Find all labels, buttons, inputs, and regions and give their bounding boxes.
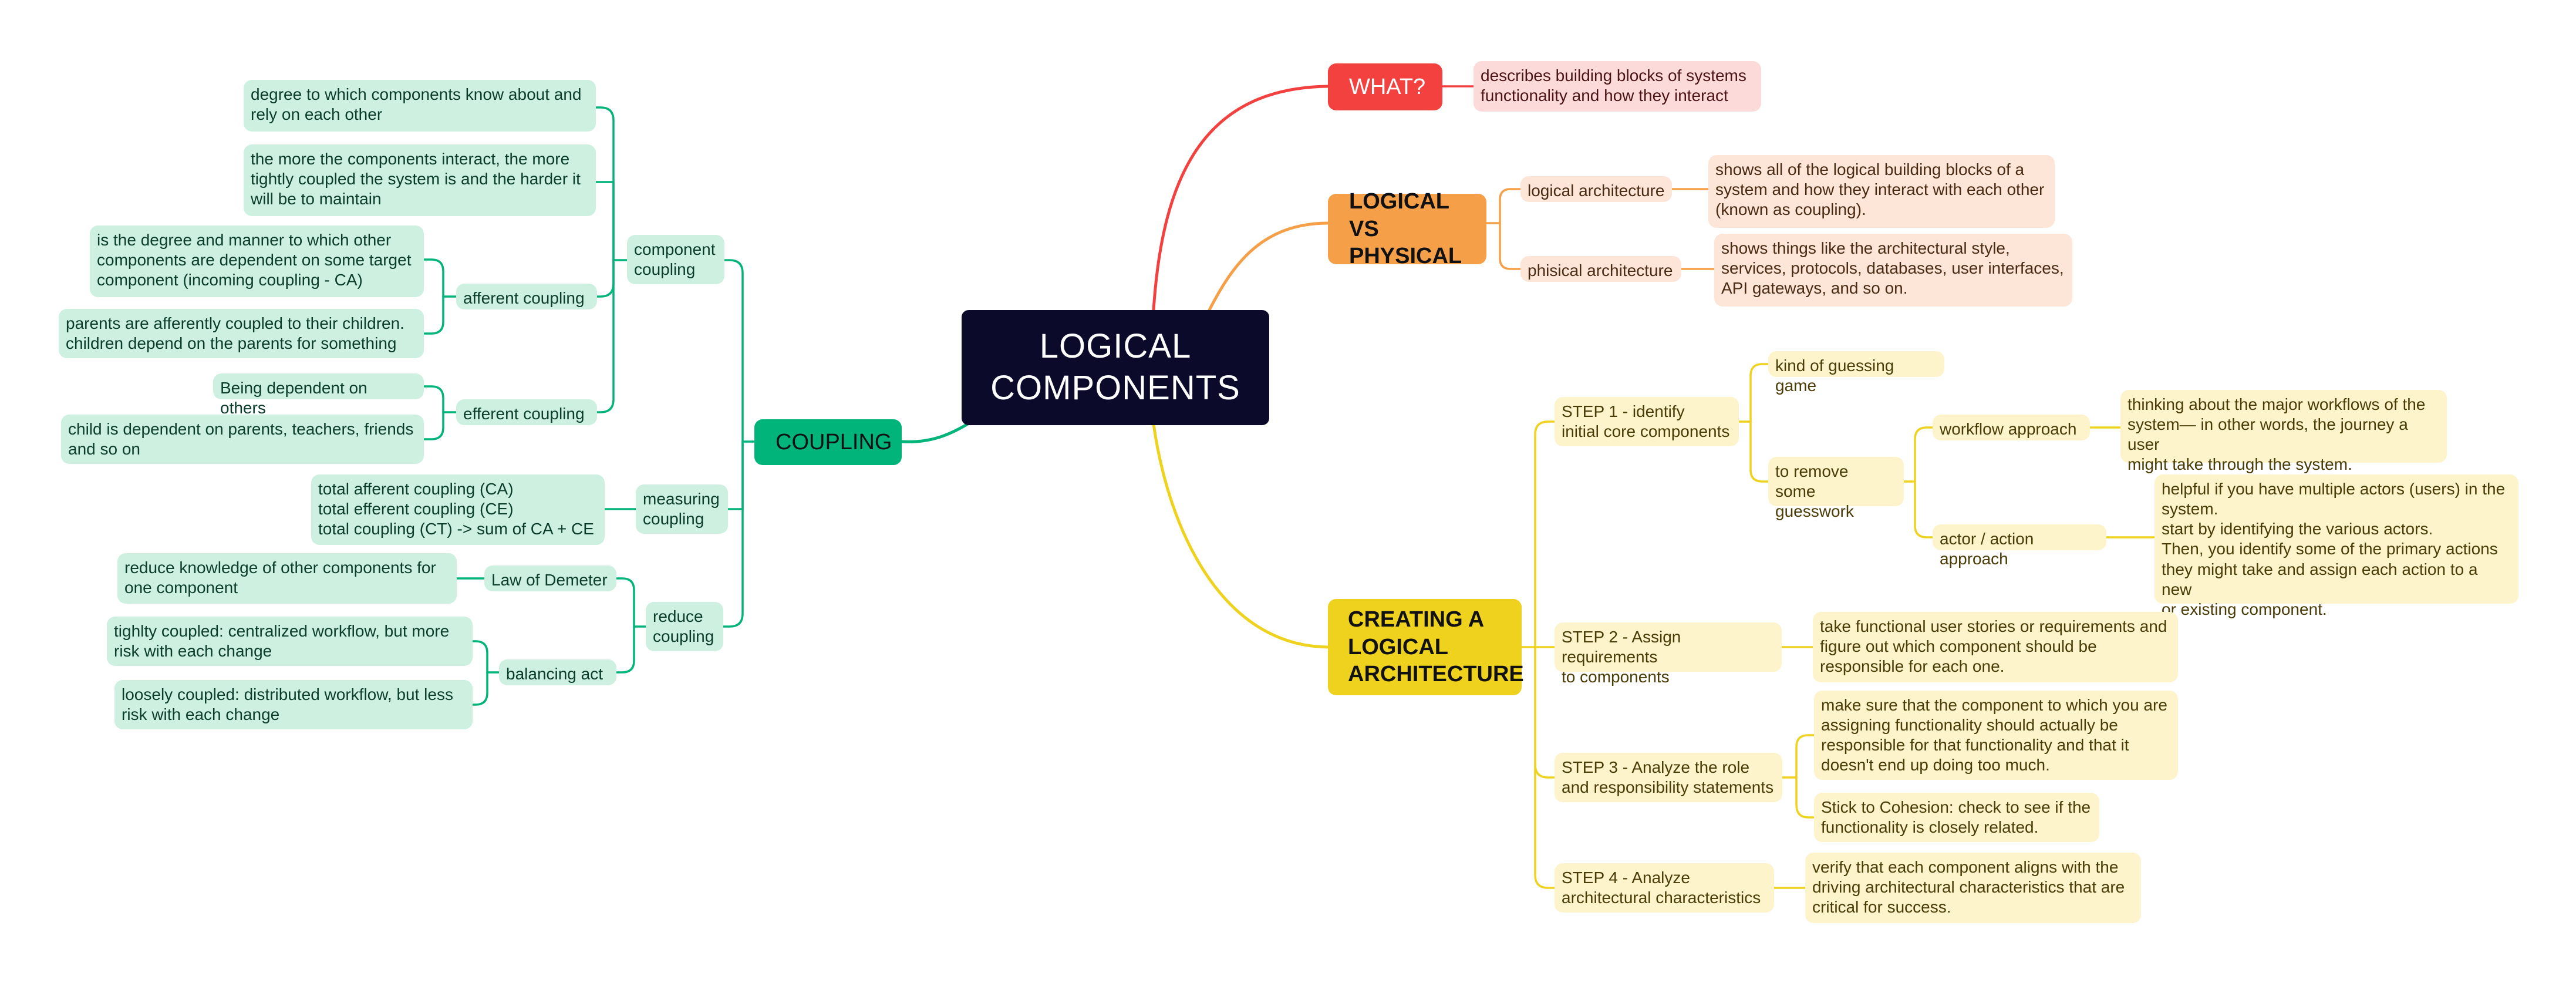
component-coupling-maintainability[interactable]: the more the components interact, the mo… (244, 144, 596, 216)
physical-architecture-description[interactable]: shows things like the architectural styl… (1714, 234, 2072, 307)
edge-central-what (1152, 85, 1330, 312)
logical-architecture-description[interactable]: shows all of the logical building blocks… (1708, 155, 2055, 228)
topic-logical-vs-physical[interactable]: LOGICAL VS PHYSICAL (1328, 189, 1486, 268)
balancing-act-node[interactable]: balancing act (499, 659, 616, 685)
logical-architecture-node[interactable]: logical architecture (1520, 176, 1672, 202)
workflow-approach-node[interactable]: workflow approach (1933, 415, 2090, 440)
reduce-coupling-node[interactable]: reduce coupling (646, 602, 723, 651)
workflow-approach-description[interactable]: thinking about the major workflows of th… (2120, 390, 2447, 473)
afferent-coupling-node[interactable]: afferent coupling (456, 284, 597, 309)
physical-architecture-node[interactable]: phisical architecture (1520, 256, 1681, 282)
topic-what[interactable]: WHAT? (1328, 63, 1442, 110)
actor-action-approach-node[interactable]: actor / action approach (1933, 524, 2106, 568)
step3-description-cohesion[interactable]: Stick to Cohesion: check to see if the f… (1814, 793, 2099, 842)
topic-creating-logical-architecture[interactable]: CREATING A LOGICAL ARCHITECTURE (1328, 599, 1524, 695)
central-topic[interactable]: LOGICAL COMPONENTS (962, 310, 1269, 425)
step2-description[interactable]: take functional user stories or requirem… (1813, 612, 2178, 682)
efferent-coupling-description[interactable]: Being dependent on others (213, 373, 424, 417)
topic-coupling[interactable]: COUPLING (754, 419, 902, 465)
step3-description-responsibility[interactable]: make sure that the component to which yo… (1814, 691, 2178, 780)
measuring-coupling-description[interactable]: total afferent coupling (CA) total effer… (311, 474, 605, 545)
actor-action-approach-description[interactable]: helpful if you have multiple actors (use… (2154, 474, 2518, 618)
law-of-demeter-description[interactable]: reduce knowledge of other components for… (117, 553, 457, 604)
step2-node[interactable]: STEP 2 - Assign requirements to componen… (1555, 622, 1782, 686)
tightly-coupled-description[interactable]: tighlty coupled: centralized workflow, b… (107, 617, 473, 666)
edge-central-logical (1208, 221, 1330, 312)
step1-node[interactable]: STEP 1 - identify initial core component… (1555, 397, 1739, 446)
afferent-coupling-description[interactable]: is the degree and manner to which other … (90, 225, 424, 297)
component-coupling-node[interactable]: component coupling (627, 235, 724, 284)
guessing-game-node[interactable]: kind of guessing game (1768, 351, 1944, 395)
step4-node[interactable]: STEP 4 - Analyze architectural character… (1555, 863, 1774, 913)
step3-node[interactable]: STEP 3 - Analyze the role and responsibi… (1555, 753, 1782, 802)
measuring-coupling-node[interactable]: measuring coupling (636, 484, 728, 534)
efferent-coupling-node[interactable]: efferent coupling (456, 399, 597, 425)
step4-description[interactable]: verify that each component aligns with t… (1805, 853, 2141, 923)
efferent-coupling-example[interactable]: child is dependent on parents, teachers,… (61, 415, 424, 464)
component-coupling-definition[interactable]: degree to which components know about an… (244, 80, 596, 132)
law-of-demeter-node[interactable]: Law of Demeter (484, 565, 616, 591)
edge-central-coupling (900, 420, 973, 443)
edge-central-creating (1152, 422, 1330, 649)
what-description[interactable]: describes building blocks of systems fun… (1474, 61, 1761, 112)
loosely-coupled-description[interactable]: loosely coupled: distributed workflow, b… (114, 680, 473, 729)
afferent-coupling-example[interactable]: parents are afferently coupled to their … (59, 309, 424, 358)
remove-guesswork-node[interactable]: to remove some guesswork (1768, 457, 1904, 520)
